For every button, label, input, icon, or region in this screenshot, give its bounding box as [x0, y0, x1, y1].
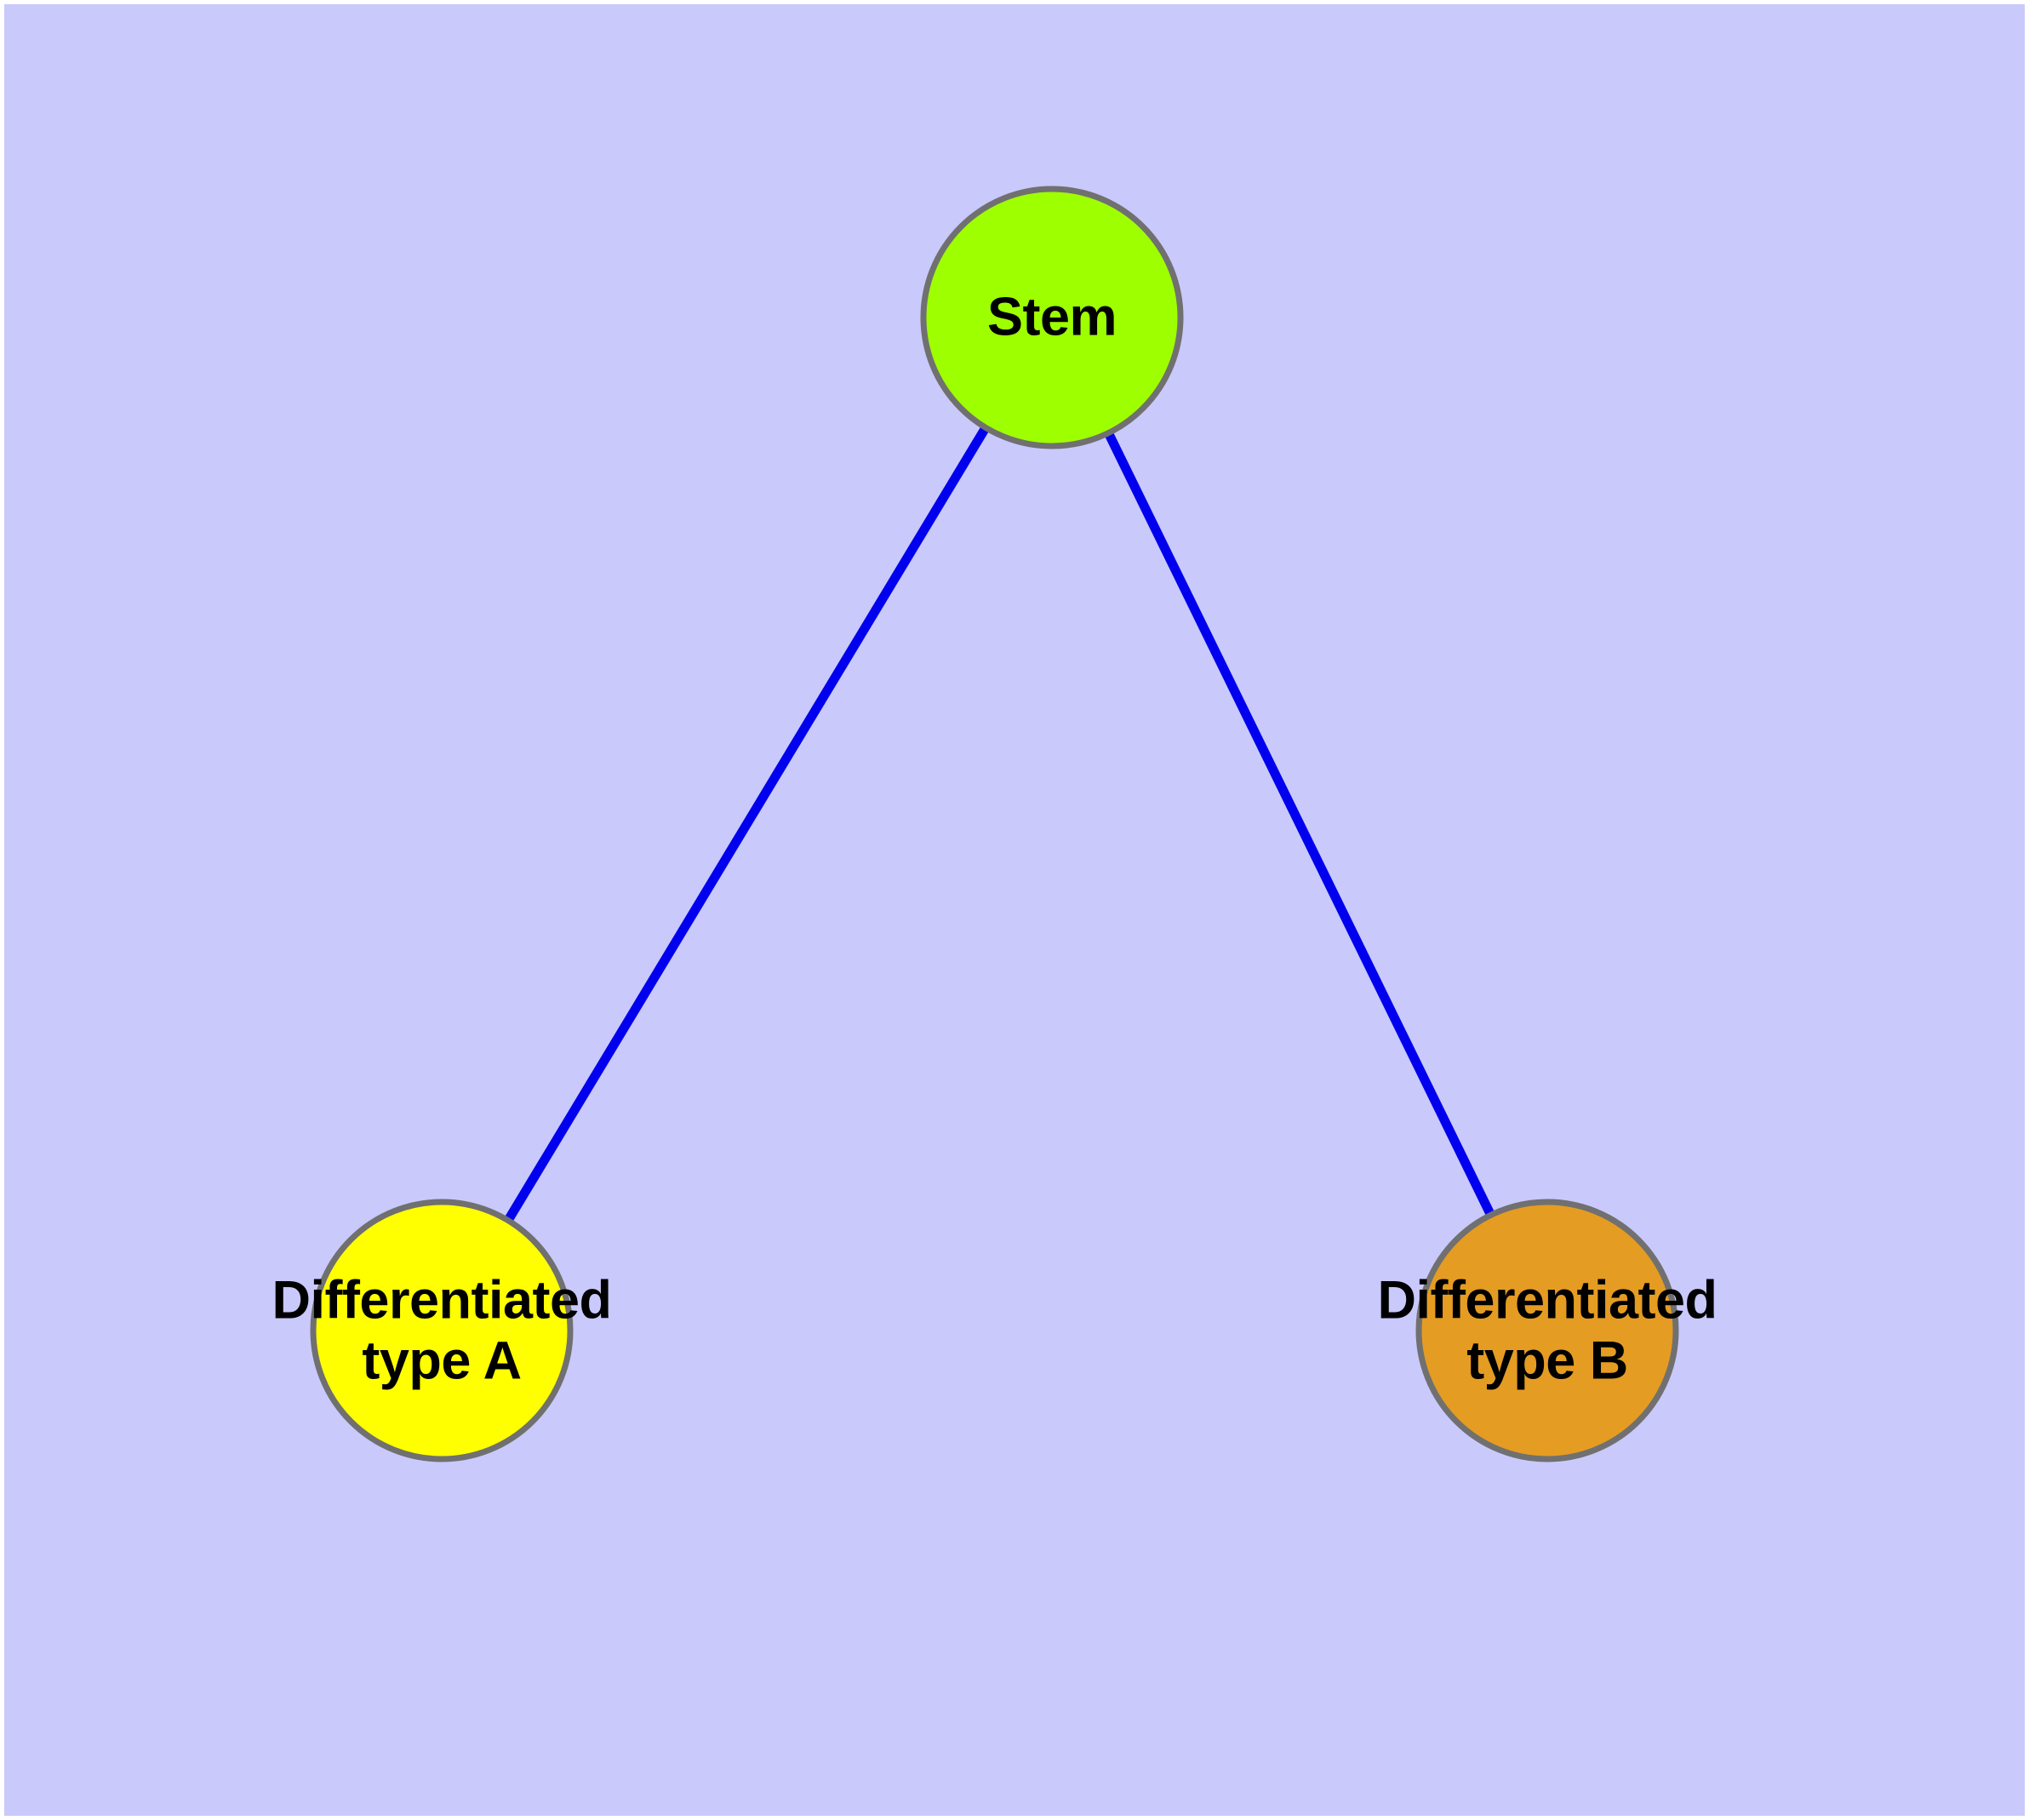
- edge-stem-to-differentiated-type-b[interactable]: [1104, 431, 1495, 1217]
- node-differentiated-type-a[interactable]: [310, 1199, 574, 1462]
- node-layer: [310, 186, 1679, 1462]
- node-differentiated-type-b[interactable]: [1415, 1199, 1679, 1462]
- edge-layer: [504, 425, 1495, 1223]
- edge-stem-to-differentiated-type-a[interactable]: [504, 425, 990, 1223]
- node-stem[interactable]: [920, 186, 1184, 449]
